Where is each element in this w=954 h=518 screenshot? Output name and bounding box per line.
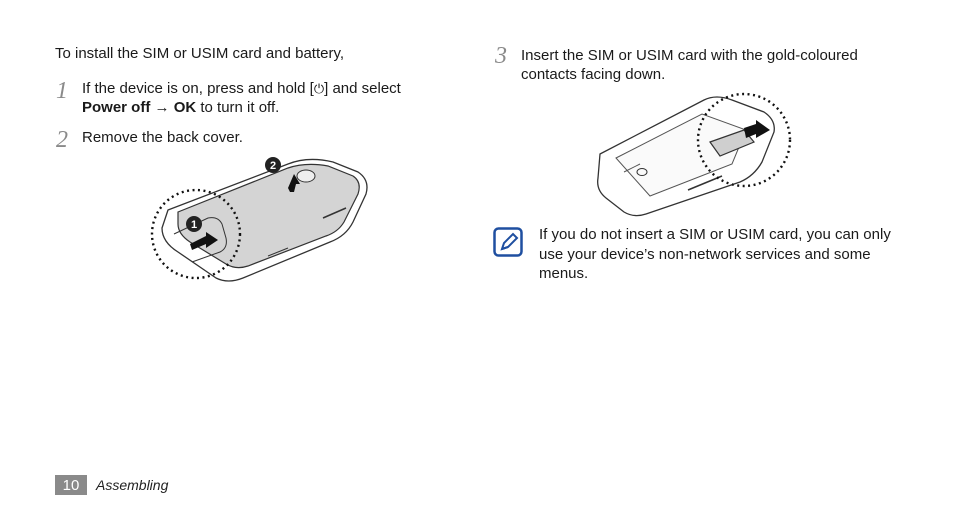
step-2: 2 Remove the back cover. [56, 128, 427, 152]
power-icon: ⏻ [313, 81, 325, 96]
step-text: Remove the back cover. [82, 129, 243, 146]
remove-back-cover-illustration: 2 1 [150, 157, 368, 282]
step-number: 3 [495, 43, 507, 69]
badge-2: 2 [270, 160, 276, 172]
step-text-part: ] and select [324, 80, 401, 97]
page-number: 10 [55, 475, 87, 495]
step-text-part: to turn it off. [196, 99, 280, 116]
note-text: If you do not insert a SIM or USIM card,… [539, 226, 891, 282]
menu-option-ok: OK [173, 99, 197, 116]
step-3: 3 Insert the SIM or USIM card with the g… [495, 44, 901, 84]
section-name: Assembling [96, 477, 169, 493]
step-text: If the device is on, press and hold [⏻] … [82, 79, 427, 117]
step-number: 1 [56, 78, 68, 104]
step-number: 2 [56, 127, 68, 153]
menu-option-power-off: Power off [82, 99, 151, 116]
step-1: 1 If the device is on, press and hold [⏻… [56, 79, 427, 117]
insert-sim-illustration [597, 92, 792, 217]
note-pencil-icon [493, 227, 523, 257]
step-text: Insert the SIM or USIM card with the gol… [521, 47, 858, 83]
badge-1: 1 [191, 219, 197, 231]
arrow: → [150, 99, 174, 116]
intro-text: To install the SIM or USIM card and batt… [55, 45, 345, 62]
step-text-part: If the device is on, press and hold [ [82, 80, 314, 97]
page-footer: 10 Assembling [55, 475, 168, 495]
